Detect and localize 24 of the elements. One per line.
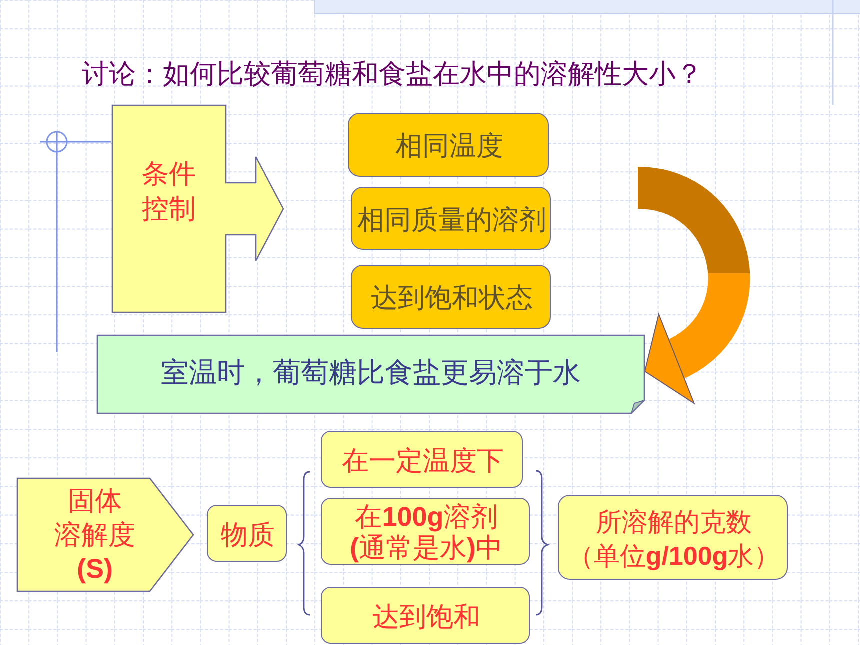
callout-text: 固体溶解度(S) (54, 485, 136, 586)
term-text: 物质 (221, 518, 275, 552)
condition-text: 达到饱和 (372, 600, 480, 634)
condition-box (351, 265, 551, 329)
definition-text: 所溶解的克数（单位g/100g水） (566, 506, 782, 572)
note-box (97, 335, 645, 414)
condition-text: 在100g溶剂(通常是水)中 (349, 502, 504, 564)
condition-text: 相同温度 (396, 130, 504, 163)
condition-box (321, 587, 530, 644)
rounded-box (207, 505, 287, 562)
condition-box (351, 187, 551, 250)
condition-box (321, 498, 530, 565)
pentagon-callout (17, 478, 194, 592)
rounded-box (558, 495, 788, 580)
condition-text: 相同质量的溶剂 (358, 204, 546, 236)
condition-text: 达到饱和状态 (371, 282, 533, 315)
conclusion-text: 室温时，葡萄糖比食盐更易溶于水 (161, 356, 581, 390)
arrow-callout (112, 105, 284, 313)
condition-box (348, 113, 549, 177)
slide-title: 讨论：如何比较葡萄糖和食盐在水中的溶解性大小？ (82, 58, 703, 91)
condition-box (321, 431, 523, 488)
condition-text: 在一定温度下 (342, 444, 504, 478)
curved-arrow (636, 167, 750, 404)
callout-text: 条件控制 (141, 158, 197, 226)
